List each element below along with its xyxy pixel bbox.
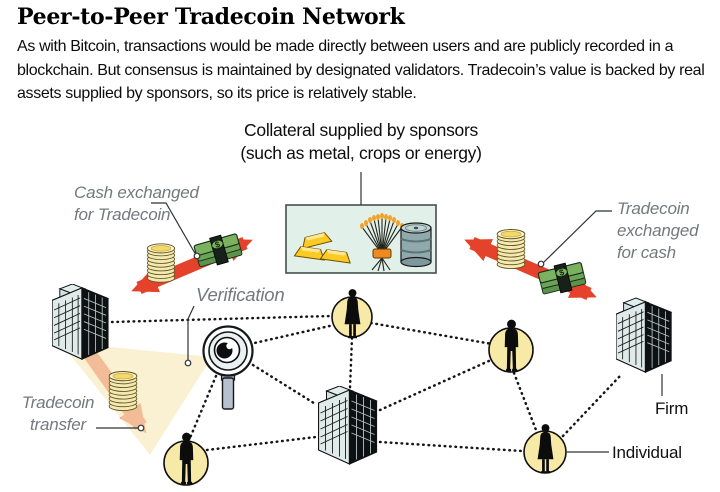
building-icon-validator-left <box>52 284 109 360</box>
collateral-box <box>285 204 437 274</box>
building-icon-firm <box>616 297 672 373</box>
cash-bundle-icon <box>192 230 244 271</box>
individual-label: Individual <box>612 443 682 462</box>
collateral-label: Collateral supplied by sponsors (such as… <box>231 119 491 165</box>
callout-dots <box>137 252 545 432</box>
tradecoin-transfer-label: Tradecoin transfer <box>18 392 98 436</box>
coin-stack-icon <box>496 229 526 270</box>
tradecoin-exchanged-line1: Tradecoin <box>617 199 690 218</box>
cash-exchanged-line1: Cash exchanged <box>74 183 199 202</box>
coin-stack-icon <box>108 371 138 412</box>
tradecoin-exchanged-line2: exchanged <box>617 220 699 240</box>
person-node-bottom-left <box>163 432 209 486</box>
tradecoin-exchanged-line3: for cash <box>617 242 676 262</box>
oil-barrel-icon <box>400 222 432 268</box>
firm-label: Firm <box>655 399 689 418</box>
person-node-individual <box>523 424 567 474</box>
magnifier-eye-icon <box>202 325 254 410</box>
verification-label: Verification <box>196 284 285 305</box>
callout-lines <box>96 172 663 453</box>
tradecoin-transfer-line1: Tradecoin <box>21 393 95 412</box>
wheat-sheaf-icon <box>360 213 404 272</box>
tradecoin-exchanged-label: Tradecoin exchanged for cash <box>617 198 699 263</box>
cash-exchanged-label: Cash exchanged for Tradecoin <box>74 182 199 226</box>
page-title: Peer-to-Peer Tradecoin Network <box>17 4 405 30</box>
cash-exchanged-line2: for Tradecoin <box>74 204 171 224</box>
network-links <box>110 314 622 453</box>
person-node-top <box>331 289 373 339</box>
tradecoin-transfer-line2: transfer <box>29 414 87 434</box>
description-text: As with Bitcoin, transactions would be m… <box>17 38 705 103</box>
building-icon-center <box>318 386 378 465</box>
person-node-right <box>488 319 534 373</box>
coin-stack-icon <box>146 243 176 283</box>
collateral-label-line2: (such as metal, crops or energy) <box>240 143 482 164</box>
collateral-label-line1: Collateral supplied by sponsors <box>244 120 478 140</box>
